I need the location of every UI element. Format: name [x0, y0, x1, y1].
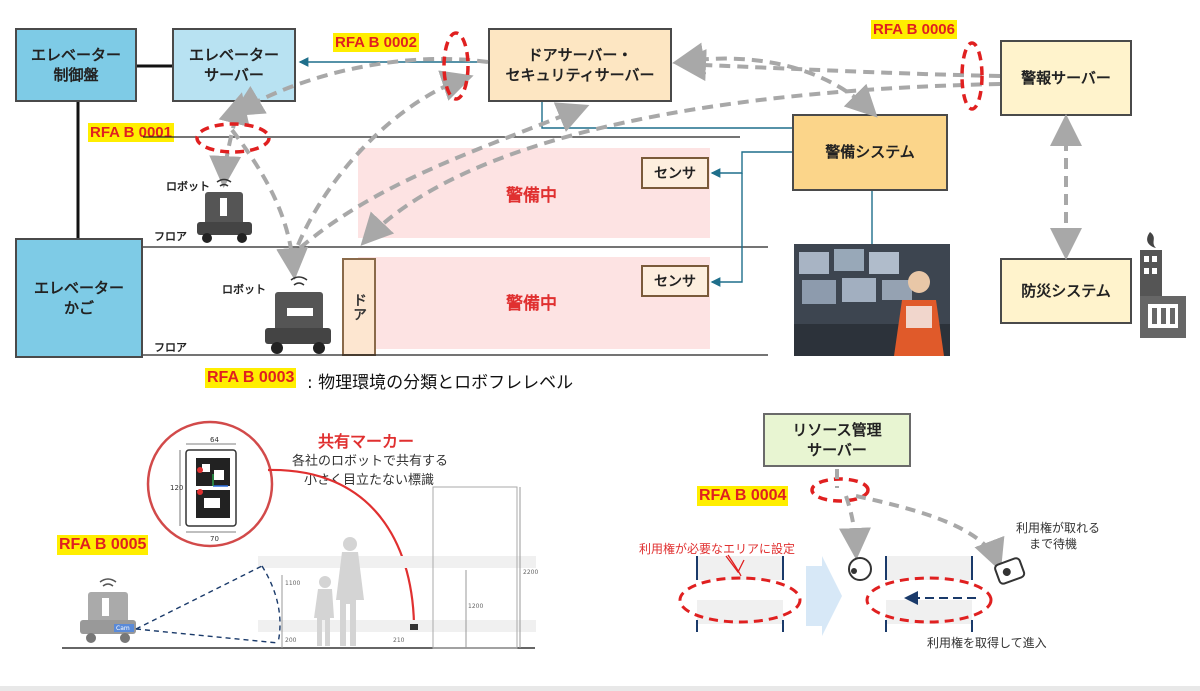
building-fire-icon	[1140, 232, 1186, 338]
zone-status-lower: 警備中	[506, 294, 557, 314]
teal-connectors	[298, 57, 873, 287]
rfa-b0004-label: RFA B 0004	[697, 486, 789, 506]
door-security-server-box: ドアサーバー・ セキュリティサーバー	[488, 28, 672, 102]
door-box: ドア	[342, 258, 376, 356]
floor-label-upper: フロア	[154, 230, 187, 243]
rfa-ellipses	[195, 31, 984, 503]
corridor-right	[865, 556, 993, 632]
cam-label: Cam	[116, 625, 130, 632]
resource-management-server-box: リソース管理 サーバー	[763, 413, 911, 467]
height-dim-1: 1100	[285, 580, 300, 587]
wait-label-2: まで待機	[1029, 537, 1078, 551]
wall-marker	[410, 624, 418, 630]
sensor-lower: センサ	[641, 265, 709, 297]
shared-marker-title: 共有マーカー	[318, 432, 415, 451]
floor-label-lower: フロア	[154, 341, 187, 354]
transition-arrow	[806, 556, 842, 636]
footer-bar	[0, 686, 1200, 691]
dashed-arrows	[209, 42, 1082, 280]
disaster-prevention-system-box: 防災システム	[1000, 258, 1132, 324]
area-setting-label: 利用権が必要なエリアに設定	[639, 542, 796, 556]
elevator-server-box: エレベーター サーバー	[172, 28, 296, 102]
robot-label-lower: ロボット	[222, 283, 266, 296]
dim-w-top: 64	[210, 436, 219, 444]
black-connectors	[76, 64, 172, 238]
sensor-upper: センサ	[641, 157, 709, 189]
rfa-b0006-label: RFA B 0006	[871, 20, 957, 39]
elevator-control-panel-box: エレベーター 制御盤	[15, 28, 137, 102]
shared-marker-desc-2: 小さく目立たない標識	[304, 473, 435, 488]
camera-view-cone	[135, 565, 281, 644]
robot-lower-icon	[265, 276, 331, 354]
height-dim-5: 2200	[523, 569, 538, 576]
corridor-left	[678, 554, 802, 632]
dim-h: 120	[170, 484, 183, 492]
resource-robot-2	[994, 557, 1026, 585]
robot-upper-icon	[197, 178, 252, 243]
resource-dashed-arrows	[835, 469, 1005, 572]
floor-lines	[143, 136, 768, 356]
rfa-b0005-label: RFA B 0005	[57, 535, 149, 555]
wait-label-1: 利用権が取れる	[1016, 521, 1101, 535]
enter-label: 利用権を取得して進入	[927, 636, 1047, 650]
zone-status-upper: 警備中	[506, 186, 557, 206]
elevator-car-box: エレベーター かご	[15, 238, 143, 358]
rfa-b0002-label: RFA B 0002	[333, 33, 419, 52]
security-monitor-photo	[794, 244, 950, 356]
height-dims: 1100 200 1200 210 2200	[285, 569, 538, 644]
height-dim-2: 200	[285, 637, 297, 644]
robot-label-upper: ロボット	[166, 180, 210, 193]
camera-robot-icon	[80, 578, 136, 643]
rfa-b0003-caption: : 物理環境の分類とロボフレレベル	[307, 373, 574, 393]
shared-marker-desc-1: 各社のロボットで共有する	[292, 454, 449, 469]
shared-marker-zoom-circle	[146, 420, 274, 548]
rfa-b0003-label: RFA B 0003	[205, 368, 297, 388]
height-dim-3: 1200	[468, 603, 483, 610]
resource-robot-1	[848, 557, 872, 581]
people-silhouette	[314, 537, 364, 646]
alarm-server-box: 警報サーバー	[1000, 40, 1132, 116]
height-dim-4: 210	[393, 637, 405, 644]
dim-w-bottom: 70	[210, 535, 219, 543]
marker-pointer-curve	[267, 468, 416, 625]
security-system-box: 警備システム	[792, 114, 948, 191]
